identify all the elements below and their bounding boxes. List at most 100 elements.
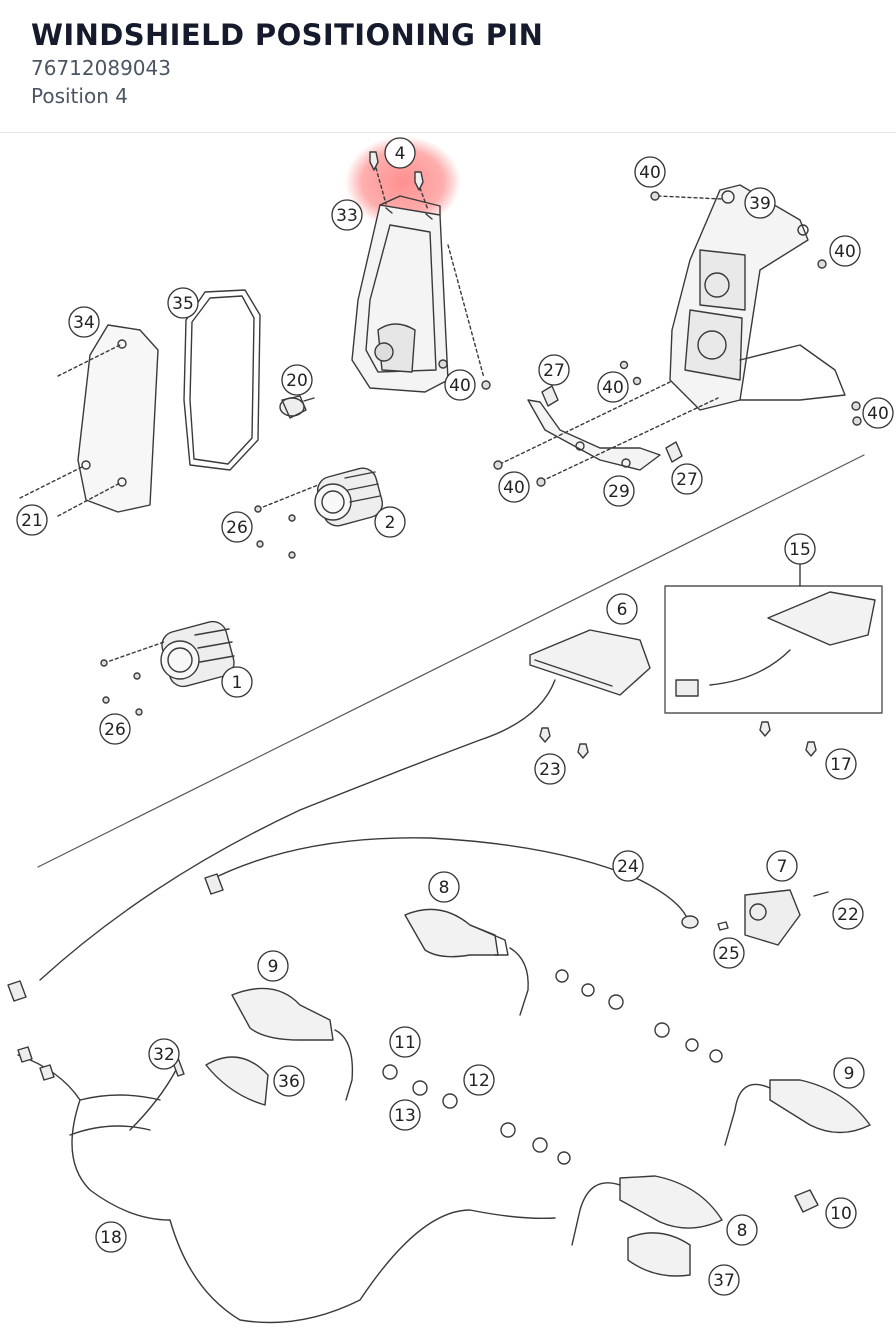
callout[interactable]: 9 (257, 950, 289, 982)
callout[interactable]: 2 (374, 506, 406, 538)
callout[interactable]: 37 (708, 1264, 740, 1296)
svg-text:25: 25 (718, 944, 740, 964)
svg-text:40: 40 (867, 404, 889, 424)
callout[interactable]: 27 (538, 354, 570, 386)
callout[interactable]: 24 (612, 850, 644, 882)
svg-text:8: 8 (439, 878, 450, 898)
part-35-seal (183, 289, 261, 471)
callout[interactable]: 10 (825, 1197, 857, 1229)
part-39-bracket (669, 184, 846, 411)
svg-text:2: 2 (385, 513, 396, 533)
callout[interactable]: 29 (603, 475, 635, 507)
callout[interactable]: 20 (281, 364, 313, 396)
position-label: Position 4 (31, 84, 128, 108)
svg-text:15: 15 (789, 540, 811, 560)
svg-text:11: 11 (394, 1033, 416, 1053)
svg-text:26: 26 (226, 518, 248, 538)
callout[interactable]: 26 (99, 713, 131, 745)
svg-text:33: 33 (336, 206, 358, 226)
svg-text:22: 22 (837, 905, 859, 925)
callout[interactable]: 39 (744, 187, 776, 219)
part-9-indicator-right (769, 1079, 871, 1134)
part-18-harness (17, 1054, 556, 1324)
svg-text:40: 40 (602, 378, 624, 398)
svg-text:29: 29 (608, 482, 630, 502)
callout[interactable]: 8 (726, 1214, 758, 1246)
callout[interactable]: 17 (825, 748, 857, 780)
svg-text:9: 9 (268, 957, 279, 977)
part-33-housing (351, 195, 449, 393)
callout[interactable]: 34 (68, 306, 100, 338)
svg-text:17: 17 (830, 755, 852, 775)
callout[interactable]: 23 (534, 753, 566, 785)
callout[interactable]: 40 (444, 369, 476, 401)
part-34-cover (77, 324, 159, 513)
svg-text:23: 23 (539, 760, 561, 780)
part-7-plate-light (744, 889, 801, 946)
svg-text:27: 27 (676, 470, 698, 490)
svg-text:32: 32 (153, 1045, 175, 1065)
callout[interactable]: 8 (428, 871, 460, 903)
section-divider (37, 454, 865, 868)
callout[interactable]: 12 (463, 1064, 495, 1096)
callout[interactable]: 35 (167, 287, 199, 319)
callout[interactable]: 21 (16, 504, 48, 536)
callout[interactable]: 40 (862, 397, 894, 429)
svg-text:35: 35 (172, 294, 194, 314)
part-number: 76712089043 (31, 56, 171, 80)
callout[interactable]: 40 (634, 156, 666, 188)
callout-group: 4 33 40 39 40 34 35 20 40 27 40 40 21 26… (16, 137, 894, 1296)
part-9-indicator-left (231, 987, 334, 1041)
part-1-lamp (160, 620, 235, 688)
svg-text:26: 26 (104, 720, 126, 740)
exploded-parts-diagram: 4 33 40 39 40 34 35 20 40 27 40 40 21 26… (7, 136, 894, 1324)
svg-text:21: 21 (21, 511, 43, 531)
page-header: WINDSHIELD POSITIONING PIN 76712089043 P… (0, 0, 896, 133)
callout[interactable]: 25 (713, 937, 745, 969)
svg-text:9: 9 (844, 1064, 855, 1084)
callout[interactable]: 15 (784, 533, 816, 565)
callout[interactable]: 11 (389, 1026, 421, 1058)
callout[interactable]: 27 (671, 463, 703, 495)
svg-text:1: 1 (232, 673, 243, 693)
callout[interactable]: 32 (148, 1038, 180, 1070)
svg-text:36: 36 (278, 1072, 300, 1092)
svg-text:13: 13 (394, 1106, 416, 1126)
svg-text:10: 10 (830, 1204, 852, 1224)
part-2-lamp (314, 467, 384, 527)
part-29-bracket (527, 399, 661, 471)
callout[interactable]: 4 (384, 137, 416, 169)
callout[interactable]: 13 (389, 1099, 421, 1131)
callout[interactable]: 40 (498, 471, 530, 503)
callout[interactable]: 36 (273, 1065, 305, 1097)
callout[interactable]: 40 (829, 235, 861, 267)
svg-text:7: 7 (777, 857, 788, 877)
callout[interactable]: 6 (606, 593, 638, 625)
svg-text:40: 40 (834, 242, 856, 262)
page-title: WINDSHIELD POSITIONING PIN (31, 18, 544, 52)
callout[interactable]: 33 (331, 199, 363, 231)
svg-text:20: 20 (286, 371, 308, 391)
svg-text:40: 40 (503, 478, 525, 498)
svg-text:40: 40 (449, 376, 471, 396)
svg-text:40: 40 (639, 163, 661, 183)
callout[interactable]: 40 (597, 371, 629, 403)
part-8-indicator (404, 908, 509, 958)
callout[interactable]: 7 (766, 850, 798, 882)
svg-text:34: 34 (73, 313, 95, 333)
svg-text:12: 12 (468, 1071, 490, 1091)
part-4-pins (369, 151, 429, 211)
part-6-tail-light (529, 629, 651, 696)
callout[interactable]: 1 (221, 666, 253, 698)
svg-text:18: 18 (100, 1228, 122, 1248)
callout[interactable]: 9 (833, 1057, 865, 1089)
svg-text:27: 27 (543, 361, 565, 381)
svg-text:24: 24 (617, 857, 639, 877)
callout[interactable]: 26 (221, 511, 253, 543)
part-20-cap (279, 395, 315, 419)
callout[interactable]: 18 (95, 1221, 127, 1253)
part-15-box (664, 585, 883, 714)
callout[interactable]: 22 (832, 898, 864, 930)
svg-text:37: 37 (713, 1271, 735, 1291)
svg-text:4: 4 (395, 144, 406, 164)
